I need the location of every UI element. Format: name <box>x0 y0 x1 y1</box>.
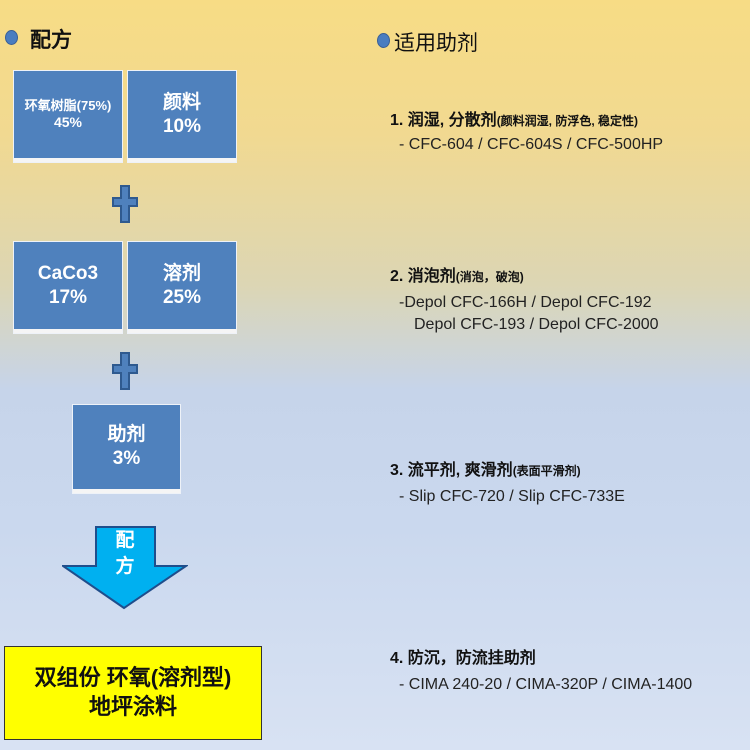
component-box-epoxy: 环氧树脂(75%) 45% <box>14 71 122 162</box>
component-box-additive: 助剂 3% <box>73 405 180 493</box>
additive-item-3: 3. 流平剂, 爽滑剂(表面平滑剂) - Slip CFC-720 / Slip… <box>390 456 625 506</box>
bullet-icon <box>5 30 18 45</box>
arrow-label-char: 配 <box>115 530 135 551</box>
bullet-icon <box>377 33 390 48</box>
down-arrow-icon <box>62 526 188 610</box>
component-box-caco3: CaCo3 17% <box>14 242 122 333</box>
product-list: -Depol CFC-166H / Depol CFC-192 <box>399 294 652 311</box>
product-list: - CIMA 240-20 / CIMA-320P / CIMA-1400 <box>399 676 693 693</box>
result-line1: 双组份 环氧(溶剂型) <box>34 665 232 691</box>
component-box-solvent: 溶剂 25% <box>128 242 236 333</box>
product-list: Depol CFC-193 / Depol CFC-2000 <box>414 316 659 333</box>
formula-title: 配方 <box>30 29 72 52</box>
product-list: - CFC-604 / CFC-604S / CFC-500HP <box>399 136 664 153</box>
component-name: 颜料 <box>162 91 201 113</box>
result-product-box: 双组份 环氧(溶剂型) 地坪涂料 <box>4 646 262 740</box>
additive-item-1: 1. 润湿, 分散剂(颜料润湿, 防浮色, 稳定性) - CFC-604 / C… <box>390 106 663 154</box>
component-pct: 25% <box>162 286 202 308</box>
plus-icon <box>112 185 138 223</box>
component-name: 助剂 <box>107 424 146 446</box>
additives-title: 适用助剂 <box>394 32 478 55</box>
item-heading: 4. 防沉，防流挂助剂 <box>390 650 536 667</box>
component-pct: 17% <box>48 286 88 308</box>
item-heading: 2. 消泡剂(消泡，破泡) <box>390 268 524 285</box>
component-pct: 45% <box>53 113 83 130</box>
component-pct: 3% <box>112 448 141 469</box>
component-name: CaCo3 <box>37 262 99 284</box>
additive-item-2: 2. 消泡剂(消泡，破泡) -Depol CFC-166H / Depol CF… <box>390 262 659 334</box>
arrow-label: 配 方 <box>112 528 138 579</box>
item-heading: 3. 流平剂, 爽滑剂(表面平滑剂) <box>390 462 581 479</box>
component-name: 环氧树脂(75%) <box>24 97 112 113</box>
plus-icon <box>112 352 138 390</box>
component-box-pigment: 颜料 10% <box>128 71 236 162</box>
arrow-label-char: 方 <box>115 555 135 577</box>
result-line2: 地坪涂料 <box>88 694 177 719</box>
additive-item-4: 4. 防沉，防流挂助剂 - CIMA 240-20 / CIMA-320P / … <box>390 644 692 694</box>
item-heading: 1. 润湿, 分散剂(颜料润湿, 防浮色, 稳定性) <box>390 112 639 129</box>
product-list: - Slip CFC-720 / Slip CFC-733E <box>399 488 625 505</box>
component-pct: 10% <box>162 115 202 137</box>
component-name: 溶剂 <box>162 262 201 284</box>
